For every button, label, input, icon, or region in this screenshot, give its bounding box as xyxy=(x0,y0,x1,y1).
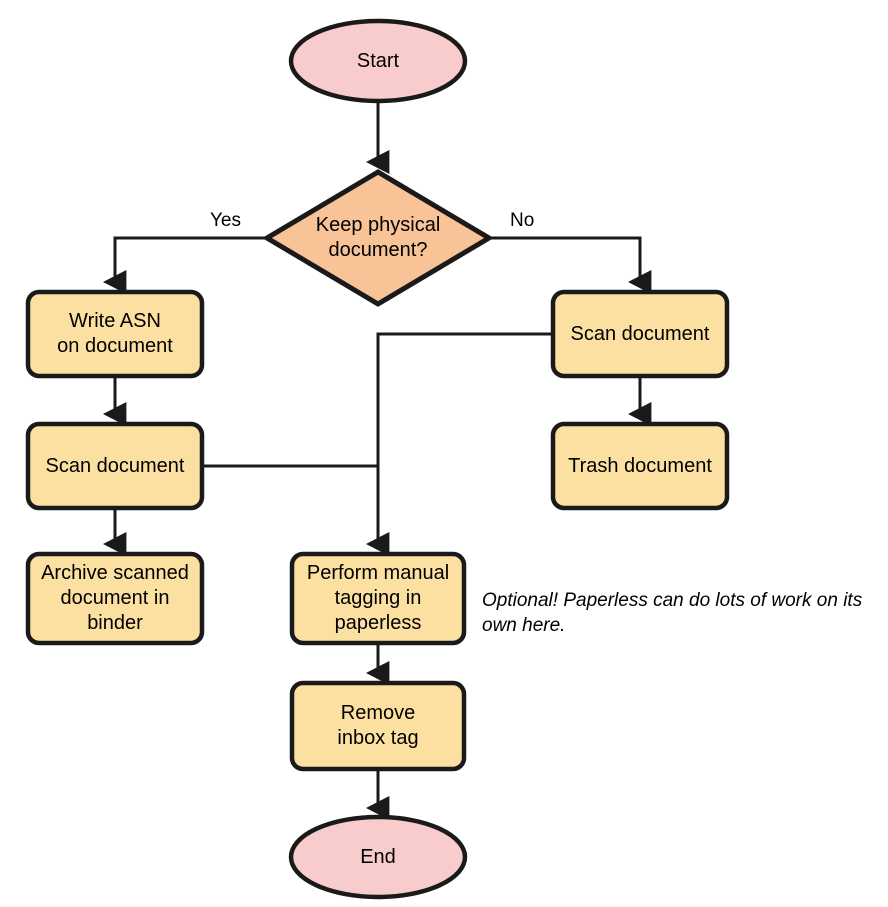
node-start-shape[interactable] xyxy=(288,18,468,104)
node-scan-document-left-shape[interactable] xyxy=(25,421,205,511)
node-trash-document-shape[interactable] xyxy=(550,421,730,511)
node-manual-tagging-shape[interactable] xyxy=(289,551,467,646)
annotation-optional-note: Optional! Paperless can do lots of work … xyxy=(482,590,863,636)
node-scan-document-right-shape[interactable] xyxy=(550,289,730,379)
node-archive-binder-shape[interactable] xyxy=(25,551,205,646)
edge-label-no: No xyxy=(510,210,535,231)
node-remove-inbox-tag-shape[interactable] xyxy=(289,680,467,772)
node-decision-shape[interactable] xyxy=(262,169,494,307)
node-write-asn-shape[interactable] xyxy=(25,289,205,379)
node-end-shape[interactable] xyxy=(288,814,468,900)
edge-decision-to-scan-right xyxy=(491,236,652,294)
edge-scan-right-to-manual-tagging xyxy=(365,332,551,556)
edge-label-yes: Yes xyxy=(210,210,241,231)
edge-decision-to-write-asn xyxy=(102,236,265,294)
